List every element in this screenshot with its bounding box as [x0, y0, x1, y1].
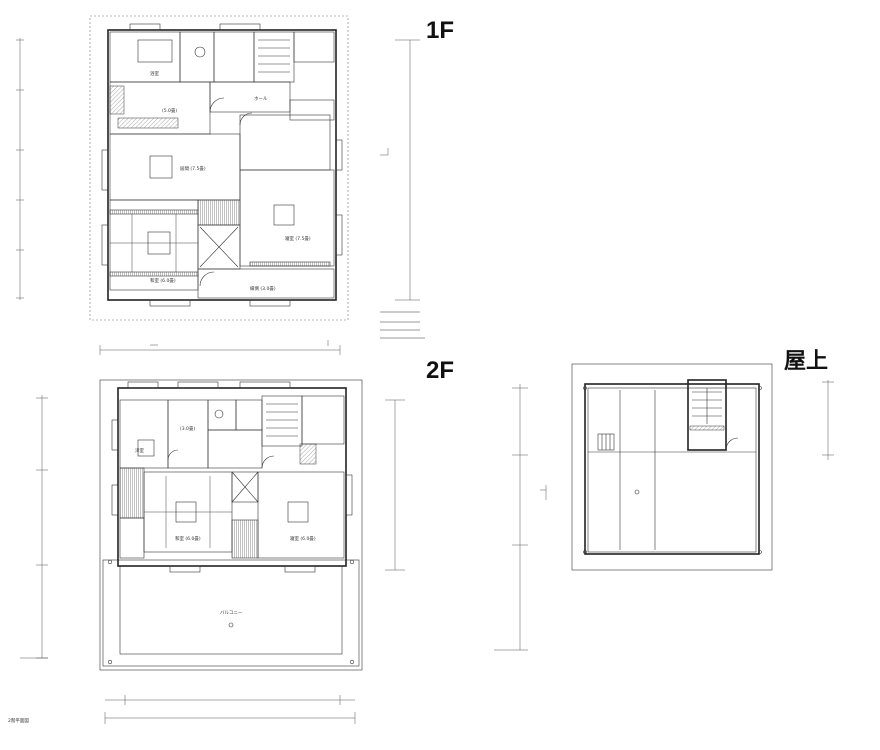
fridge-icon — [109, 85, 125, 115]
roof-stair-tower — [687, 379, 727, 451]
second-floor-label: 2F — [426, 357, 454, 384]
svg-text:和室 (6.0畳): 和室 (6.0畳) — [175, 535, 201, 542]
toilet-icon — [194, 46, 206, 58]
room-storage-1f — [213, 31, 255, 83]
bed-icon — [273, 204, 295, 226]
svg-text:(3.0畳): (3.0畳) — [180, 426, 195, 432]
bathtub-icon — [137, 39, 173, 63]
room-hall-1f — [209, 81, 291, 113]
outer-wall-1f — [107, 29, 337, 301]
room-closet-2f — [301, 395, 345, 445]
site-boundary-1f — [89, 15, 349, 321]
bed-icon-2f — [287, 501, 309, 523]
svg-text:洋室: 洋室 — [135, 447, 144, 454]
room-hall-2f — [207, 429, 263, 469]
second-floor-plan: 洋室 (3.0畳) 和室 (6.0畳) 寝室 (6.0畳) バルコニー — [20, 379, 405, 724]
toilet-icon-2f — [214, 409, 224, 419]
closet-hatched-1f — [197, 199, 241, 226]
svg-text:ホール: ホール — [254, 96, 268, 102]
svg-text:居間 (7.5畳): 居間 (7.5畳) — [180, 166, 206, 172]
room-closet-1f — [289, 99, 335, 121]
room-washroom-1f — [179, 31, 215, 83]
stair-1f — [253, 31, 295, 83]
first-floor-plan: 浴室 (5.0畳) 居間 (7.5畳) 寝室 (7.5畳) 和室 (6.0畳) … — [16, 15, 425, 355]
room-corridor-1f — [239, 114, 331, 171]
room-western2-2f — [167, 399, 209, 469]
low-table-icon — [147, 231, 171, 255]
kitchen-counter — [117, 117, 179, 129]
roof-parapet — [584, 383, 760, 555]
room-entrance-1f — [293, 31, 335, 63]
table-icon-2f — [175, 501, 197, 523]
balcony-2f — [102, 559, 360, 667]
svg-text:縁側 (3.0畳): 縁側 (3.0畳) — [250, 285, 276, 292]
roof-outer — [571, 363, 773, 571]
room-western1-2f — [119, 399, 169, 469]
svg-text:寝室 (6.0畳): 寝室 (6.0畳) — [290, 535, 316, 542]
svg-text:(5.0畳): (5.0畳) — [162, 108, 177, 114]
rooftop-plan — [494, 363, 834, 651]
closet-hatched2-2f — [231, 519, 259, 559]
room-bath-1f — [109, 31, 181, 83]
balcony-inner-2f — [119, 565, 343, 655]
outer-boundary-2f — [99, 379, 363, 671]
stair-2f — [261, 395, 303, 447]
svg-text:浴室: 浴室 — [150, 70, 159, 77]
sheet-caption: 2階平面図 — [8, 717, 29, 724]
room-engawa-1f — [197, 268, 335, 299]
room-wash-2f — [235, 399, 263, 431]
svg-text:寝室 (7.5畳): 寝室 (7.5畳) — [285, 235, 311, 242]
svg-text:バルコニー: バルコニー — [220, 610, 243, 616]
room-storage-2f — [119, 517, 145, 559]
rooftop-label: 屋上 — [784, 348, 828, 373]
room-toilet-2f — [207, 399, 237, 431]
closet-hatched-2f — [119, 467, 145, 519]
room-western-1f — [239, 169, 335, 267]
first-floor-label: 1F — [426, 17, 454, 44]
room-living-1f — [109, 133, 241, 201]
svg-text:和室 (6.0畳): 和室 (6.0畳) — [150, 277, 176, 284]
room-bedroom-2f — [257, 471, 345, 559]
table-icon — [149, 155, 173, 179]
